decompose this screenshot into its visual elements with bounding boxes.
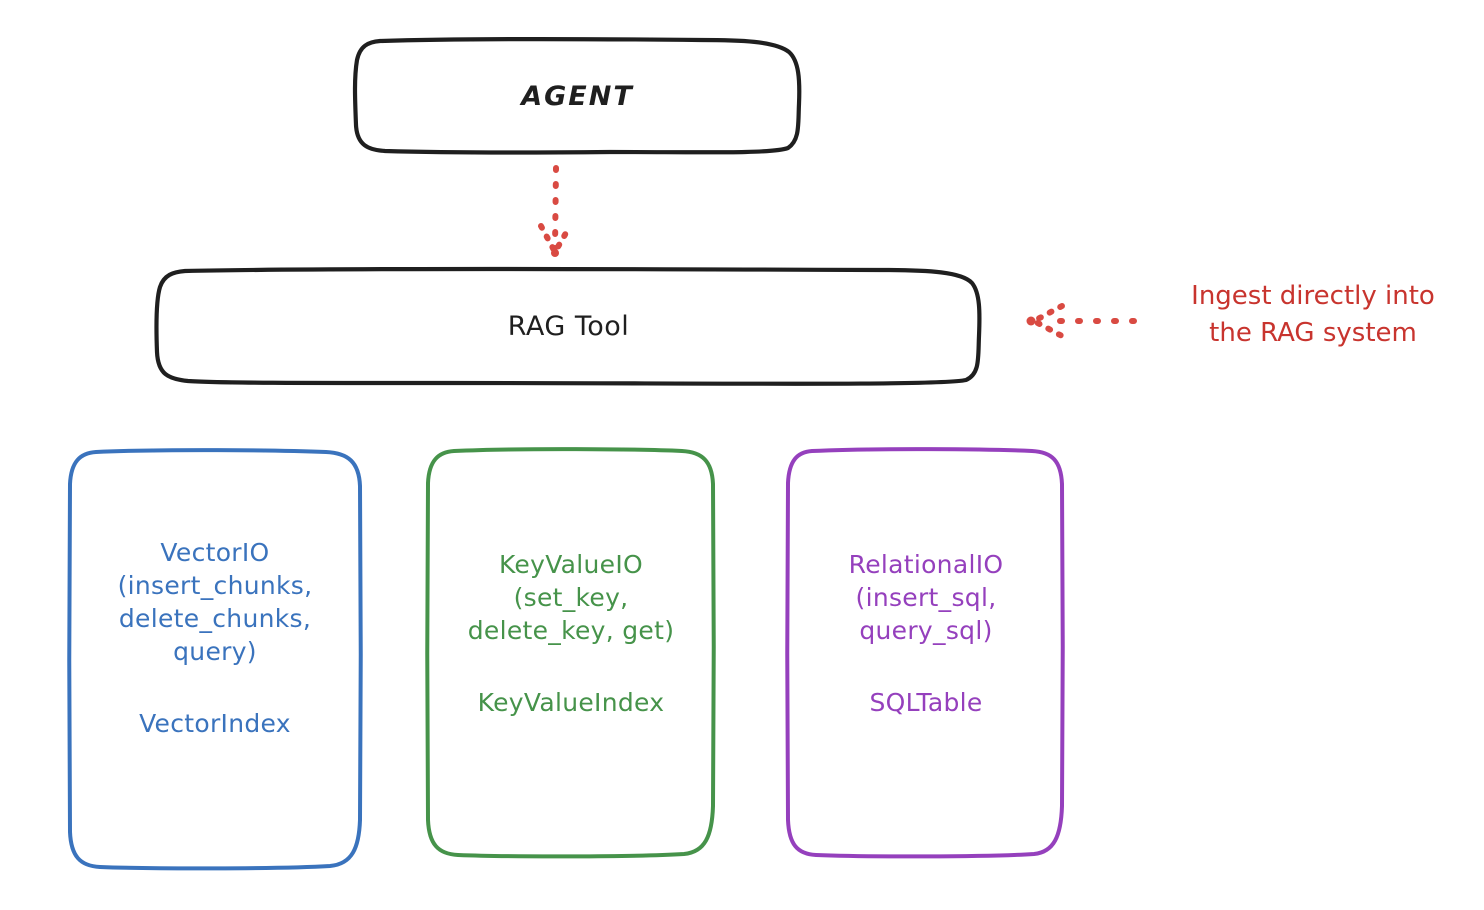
edge-agent-to-rag-tool-line — [552, 165, 559, 251]
edge-annotation-to-rag-tool — [1026, 303, 1137, 339]
relational-io-box-outline — [785, 447, 1065, 859]
rag-tool-box-outline — [154, 266, 982, 386]
rag-tool-node[interactable] — [154, 266, 982, 386]
edge-annotation-tip — [1026, 316, 1036, 326]
edge-agent-to-rag-tool-arrowhead — [538, 223, 573, 255]
vector-io-box-outline — [67, 448, 363, 871]
edge-agent-to-rag-tool-tip — [551, 249, 559, 257]
keyvalue-io-node[interactable] — [425, 447, 716, 859]
vector-io-node[interactable] — [67, 448, 363, 871]
keyvalue-io-box-outline — [425, 447, 716, 859]
edge-annotation-arrowhead — [1031, 303, 1065, 339]
agent-node[interactable] — [352, 36, 802, 155]
relational-io-node[interactable] — [785, 447, 1065, 859]
edge-agent-to-rag-tool — [538, 165, 573, 257]
agent-box-outline — [352, 36, 802, 155]
